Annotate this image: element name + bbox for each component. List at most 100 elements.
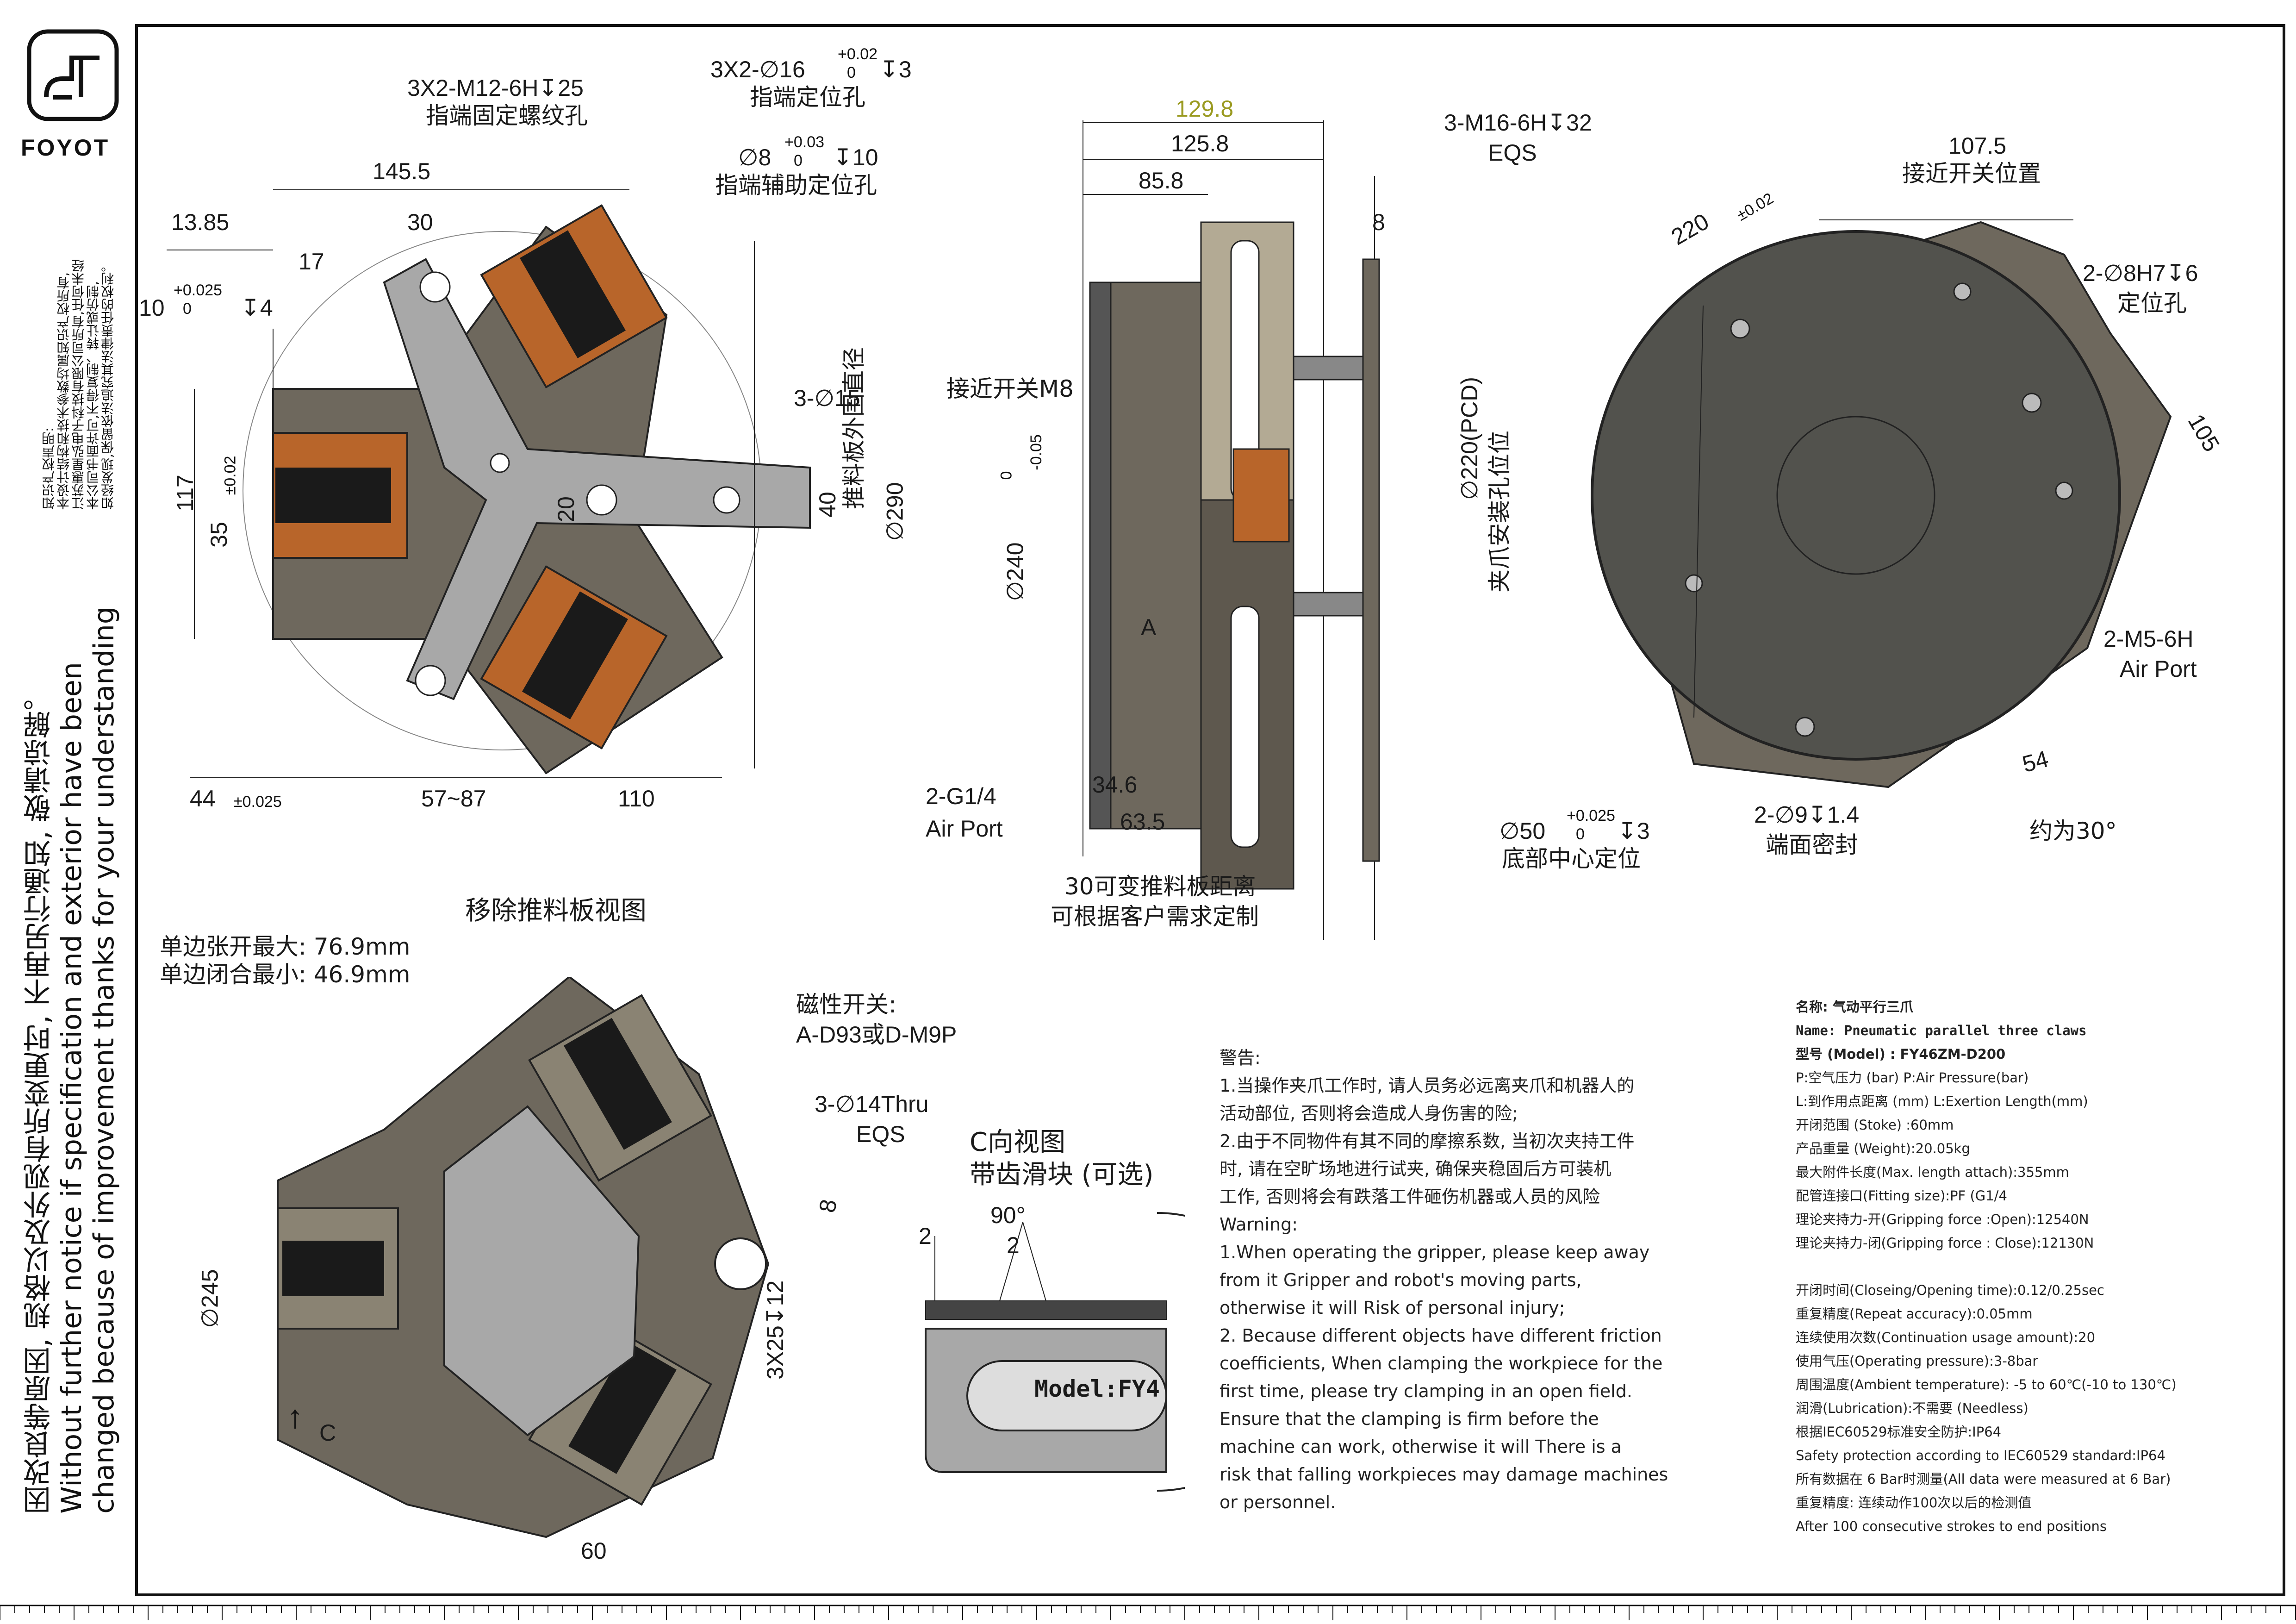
- warning-line: 活动部位, 否则将会造成人身伤害的险;: [1220, 1103, 1518, 1124]
- spec-line: 重复精度(Repeat accuracy):0.05mm: [1796, 1306, 2033, 1322]
- dim-w85: 85.8: [1139, 168, 1184, 194]
- spec-line: 重复精度: 连续动作100次以后的检测值: [1796, 1495, 2032, 1511]
- warning-line: otherwise it will Risk of personal injur…: [1220, 1298, 1565, 1318]
- dim-m16: 3-M16-6H↧32: [1444, 110, 1592, 136]
- dim-m12: 3X2-M12-6H↧25: [407, 75, 584, 101]
- mag-switch-model: A-D93或D-M9P: [796, 1022, 957, 1048]
- foyot-logo: [25, 28, 120, 123]
- dim-g14: 2-G1/4: [926, 783, 996, 809]
- spec-line: Name: Pneumatic parallel three claws: [1796, 1023, 2087, 1038]
- dim-d290: ∅290: [882, 482, 908, 541]
- dim-w8-side: 8: [1372, 209, 1385, 235]
- dim-d14-eqs: EQS: [856, 1121, 905, 1147]
- change-notice: 因改良等原因, 规格以及外观有所变更时, 不再另行通知, 敬请谅解。 Witho…: [23, 606, 120, 1514]
- dim-d245: ∅245: [197, 1269, 223, 1328]
- close-min: 单边闭合最小: 46.9mm: [160, 961, 411, 988]
- dim-d240-tol-dn: -0.05: [1027, 434, 1045, 470]
- side-view: [1083, 120, 1380, 940]
- dim-w57: 57~87: [421, 786, 486, 812]
- bottom-ruler: [0, 1605, 2296, 1620]
- warning-line: 1.When operating the gripper, please kee…: [1220, 1242, 1650, 1262]
- spec-line: After 100 consecutive strokes to end pos…: [1796, 1518, 2107, 1534]
- dim-d50-cn: 底部中心定位: [1502, 845, 1641, 872]
- dim-d9: 2-∅9↧1.4: [1754, 802, 1860, 828]
- dim-d15: 3-∅15: [794, 385, 860, 411]
- dim-d240-tol-up: 0: [997, 471, 1015, 480]
- spec-line: 型号 (Model) : FY46ZM-D200: [1796, 1046, 2006, 1062]
- warning-line: 警告:: [1220, 1048, 1261, 1068]
- detail-subtitle: 带齿滑块 (可选): [970, 1160, 1154, 1190]
- warning-line: 时, 请在空旷场地进行试夹, 确保夹稳固后方可装机: [1220, 1159, 1612, 1179]
- warning-line: Ensure that the clamping is firm before …: [1220, 1409, 1599, 1429]
- detail-ang90: 90°: [990, 1202, 1026, 1228]
- dim-d8-tol-up: +0.03: [784, 133, 825, 151]
- spec-line: Safety protection according to IEC60529 …: [1796, 1448, 2165, 1463]
- spec-line: P:空气压力 (bar) P:Air Pressure(bar): [1796, 1070, 2029, 1086]
- detail-title: C向视图: [970, 1127, 1066, 1157]
- spec-block: 名称: 气动平行三爪 Name: Pneumatic parallel thre…: [1796, 995, 2177, 1538]
- dim-w30: 30: [407, 209, 433, 235]
- dim-d50-tol-dn: 0: [1576, 825, 1585, 843]
- dim-d16-tol-dn: 0: [847, 64, 856, 81]
- mag-switch: 磁性开关:: [796, 991, 896, 1018]
- spec-line: 配管连接口(Fitting size):PF (G1/4: [1796, 1188, 2007, 1204]
- dim-w20: 20: [553, 496, 579, 522]
- dim-d16: 3X2-∅16: [710, 56, 805, 82]
- spec-line: 名称: 气动平行三爪: [1796, 999, 1913, 1015]
- view-c-arrow-icon: ↑: [287, 1399, 303, 1435]
- dim-air-port-right: Air Port: [2120, 656, 2197, 682]
- dim-m5: 2-M5-6H: [2103, 626, 2194, 652]
- dim-slot: 3X25↧12: [762, 1280, 788, 1380]
- spec-line: 周围温度(Ambient temperature): -5 to 60℃(-10…: [1796, 1377, 2177, 1393]
- dim-h35-tol: ±0.02: [221, 456, 239, 495]
- dim-w34: 34.6: [1092, 772, 1138, 798]
- copyright-line: 本公司书面许可,不得复制、转让或仿制,: [86, 281, 101, 510]
- dim-w44-tol: ±0.025: [234, 793, 282, 811]
- dim-d8h7: 2-∅8H7↧6: [2083, 260, 2198, 286]
- dim-h40: 40: [814, 492, 840, 518]
- spec-line: 所有数据在 6 Bar时测量(All data were measured at…: [1796, 1471, 2171, 1487]
- dim-d10-tol-up: +0.025: [174, 281, 222, 299]
- brand-name: FOYOT: [21, 135, 110, 161]
- bottom-view: [277, 977, 770, 1538]
- open-max: 单边张开最大: 76.9mm: [160, 933, 411, 960]
- dim-d50-depth: ↧3: [1618, 818, 1650, 844]
- dim-pcd: ∅220(PCD): [1456, 377, 1482, 500]
- detail-view: [925, 1212, 1185, 1492]
- spec-line: 开闭范围 (Stoke) :60mm: [1796, 1117, 1954, 1133]
- copyright-line: 如经发现,保留依法追究其法律责任的权利。: [100, 259, 116, 510]
- dim-d16-tol-up: +0.02: [838, 45, 878, 63]
- warning-line: from it Gripper and robot's moving parts…: [1220, 1270, 1582, 1290]
- spec-line: 开闭时间(Closeing/Opening time):0.12/0.25sec: [1796, 1282, 2104, 1298]
- spec-line: 理论夹持力-闭(Gripping force : Close):12130N: [1796, 1235, 2094, 1251]
- dim-h117: 117: [172, 475, 198, 512]
- spec-line: 润滑(Lubrication):不需要 (Needless): [1796, 1400, 2028, 1416]
- dim-d50-tol-up: +0.025: [1567, 807, 1615, 824]
- detail-model-text: Model:FY4: [1034, 1375, 1160, 1402]
- dim-w125: 125.8: [1171, 131, 1229, 156]
- port-a: A: [1141, 614, 1157, 640]
- spec-line: 最大附件长度(Max. length attach):355mm: [1796, 1164, 2069, 1180]
- warning-line: 2.由于不同物件有其不同的摩擦系数, 当初次夹持工件: [1220, 1131, 1635, 1151]
- dim-w110: 110: [618, 786, 655, 812]
- view-caption-removed-plate: 移除推料板视图: [465, 896, 647, 926]
- dim-w60: 60: [581, 1538, 607, 1564]
- dim-d14: 3-∅14Thru: [815, 1091, 929, 1117]
- spec-line: L:到作用点距离 (mm) L:Exertion Length(mm): [1796, 1093, 2088, 1109]
- dim-w107: 107.5: [1948, 133, 2007, 159]
- dim-h35: 35: [205, 522, 232, 548]
- warning-line: Warning:: [1220, 1214, 1298, 1235]
- dim-w17: 17: [299, 249, 324, 275]
- dim-d10-depth: ↧4: [241, 295, 273, 321]
- detail-w2a: 2: [919, 1223, 932, 1249]
- dim-ang30: 约为30°: [2029, 818, 2117, 844]
- change-notice-en2: changed because of improvement thanks fo…: [88, 606, 120, 1514]
- warning-line: 工作, 否则将会有跌落工件砸伤机器或人员的风险: [1220, 1187, 1600, 1207]
- side-note-2: 可根据客户需求定制: [1051, 903, 1259, 930]
- dim-w44: 44: [190, 786, 216, 812]
- dim-air-port-side: Air Port: [926, 816, 1003, 842]
- copyright-line: 本设计结构和技术参数均属知识产权所有,: [56, 272, 71, 510]
- copyright-notice: 知识产权声明: 本设计结构和技术参数均属知识产权所有, 江苏惠星弘电子科技有限公…: [41, 259, 116, 510]
- spec-line: 产品重量 (Weight):20.05kg: [1796, 1141, 1970, 1156]
- warning-line: risk that falling workpieces may damage …: [1220, 1464, 1668, 1485]
